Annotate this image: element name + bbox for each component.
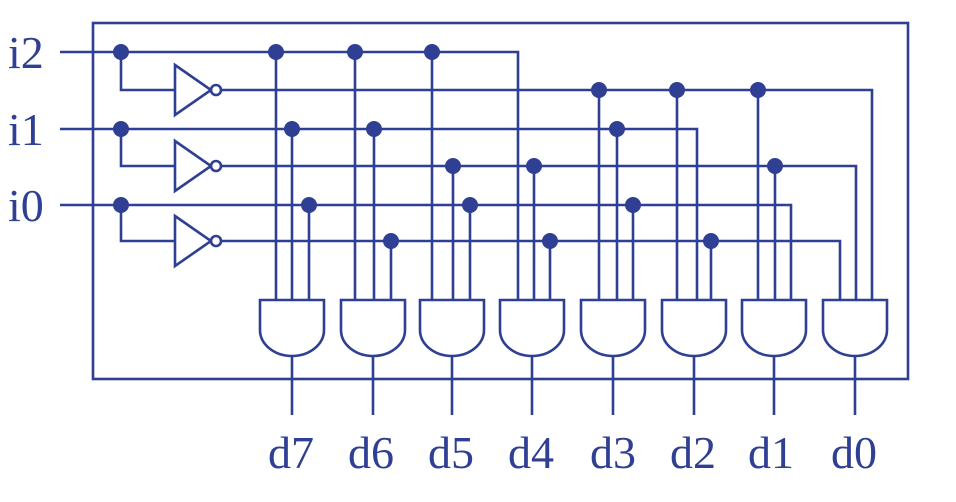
output-label-d1: d1 <box>748 427 794 478</box>
and-gate-d7 <box>258 298 326 415</box>
output-label-d5: d5 <box>428 427 474 478</box>
decoder-box <box>91 21 910 381</box>
input-label-i2: i2 <box>8 27 44 78</box>
output-label-d6: d6 <box>348 427 394 478</box>
and-gate-d3 <box>579 298 647 415</box>
gate-taps <box>274 52 777 300</box>
inverter-i0 <box>173 213 223 269</box>
junction-dots <box>113 44 783 249</box>
output-label-d0: d0 <box>831 427 877 478</box>
inverter-i2 <box>173 62 223 118</box>
and-gate-d0 <box>821 298 889 415</box>
output-label-d2: d2 <box>670 427 716 478</box>
and-gate-d6 <box>339 298 407 415</box>
output-label-d3: d3 <box>590 427 636 478</box>
output-label-d7: d7 <box>268 427 314 478</box>
and-gate-d5 <box>418 298 486 415</box>
and-gate-d4 <box>498 298 566 415</box>
input-label-i1: i1 <box>8 104 44 155</box>
output-label-d4: d4 <box>508 427 554 478</box>
and-gate-d2 <box>660 298 728 415</box>
input-label-i0: i0 <box>8 180 44 231</box>
inverter-i1 <box>173 138 223 194</box>
and-gate-d1 <box>740 298 808 415</box>
